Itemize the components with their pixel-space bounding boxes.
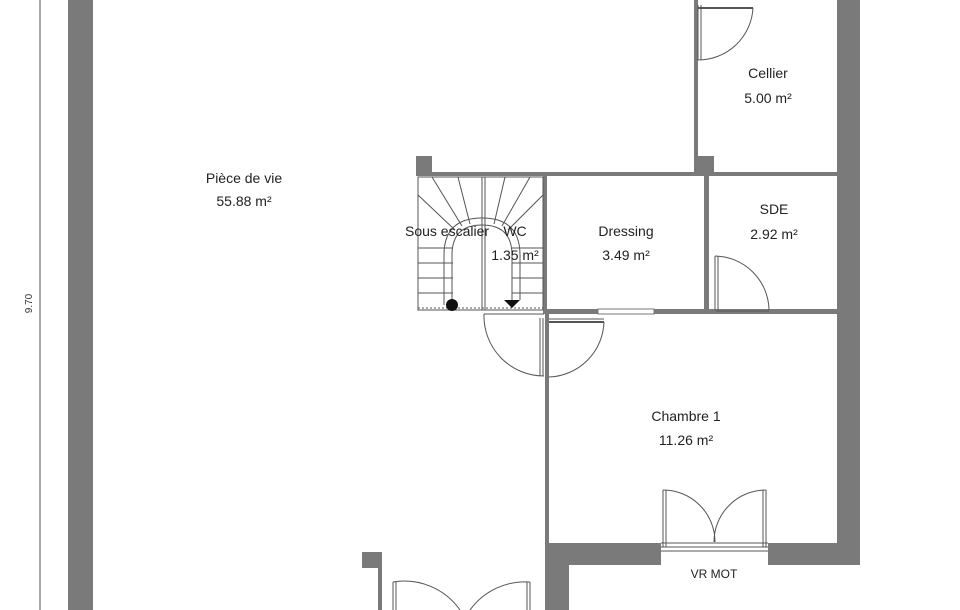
- room-cellier-name: Cellier: [748, 65, 788, 81]
- room-sde-name: SDE: [759, 201, 789, 217]
- wall-post-bottom-stem: [378, 552, 382, 610]
- door-cellier: [697, 5, 754, 61]
- door-wc: [483, 313, 545, 377]
- room-sous-escalier-name: Sous escalier: [404, 223, 490, 239]
- room-dressing-area: 3.49 m²: [602, 247, 650, 263]
- partition-middle: [545, 309, 837, 314]
- room-piece-de-vie-name: Pièce de vie: [205, 170, 283, 186]
- wall-left: [68, 0, 93, 610]
- room-piece-de-vie-area: 55.88 m²: [216, 193, 272, 209]
- wall-chambre-left: [545, 314, 549, 610]
- wall-right: [837, 0, 860, 565]
- vr-mot-label: VR MOT: [690, 567, 738, 581]
- wall-wc-right: [543, 172, 547, 314]
- wall-dressing-right: [704, 172, 709, 314]
- wall-stair-post: [416, 156, 432, 173]
- door-entrance: [392, 580, 531, 610]
- window-chambre: [661, 489, 768, 565]
- room-dressing-name: Dressing: [598, 223, 654, 239]
- door-chambre: [548, 318, 605, 378]
- wall-post-bottom: [362, 552, 382, 568]
- room-wc-area: 1.35 m²: [491, 247, 539, 263]
- door-sde: [714, 255, 770, 312]
- staircase: [417, 176, 544, 311]
- room-chambre-1-area: 11.26 m²: [658, 432, 714, 448]
- room-chambre-1-name: Chambre 1: [651, 408, 721, 424]
- door-dressing-opening: [597, 308, 655, 315]
- dimension-label: 9.70: [24, 293, 36, 314]
- room-cellier-area: 5.00 m²: [744, 90, 792, 106]
- partition-top: [416, 172, 860, 176]
- room-wc-name: WC: [503, 223, 527, 239]
- wall-cellier-left: [694, 0, 698, 172]
- wall-cellier-corner: [694, 156, 714, 174]
- room-sde-area: 2.92 m²: [750, 226, 798, 242]
